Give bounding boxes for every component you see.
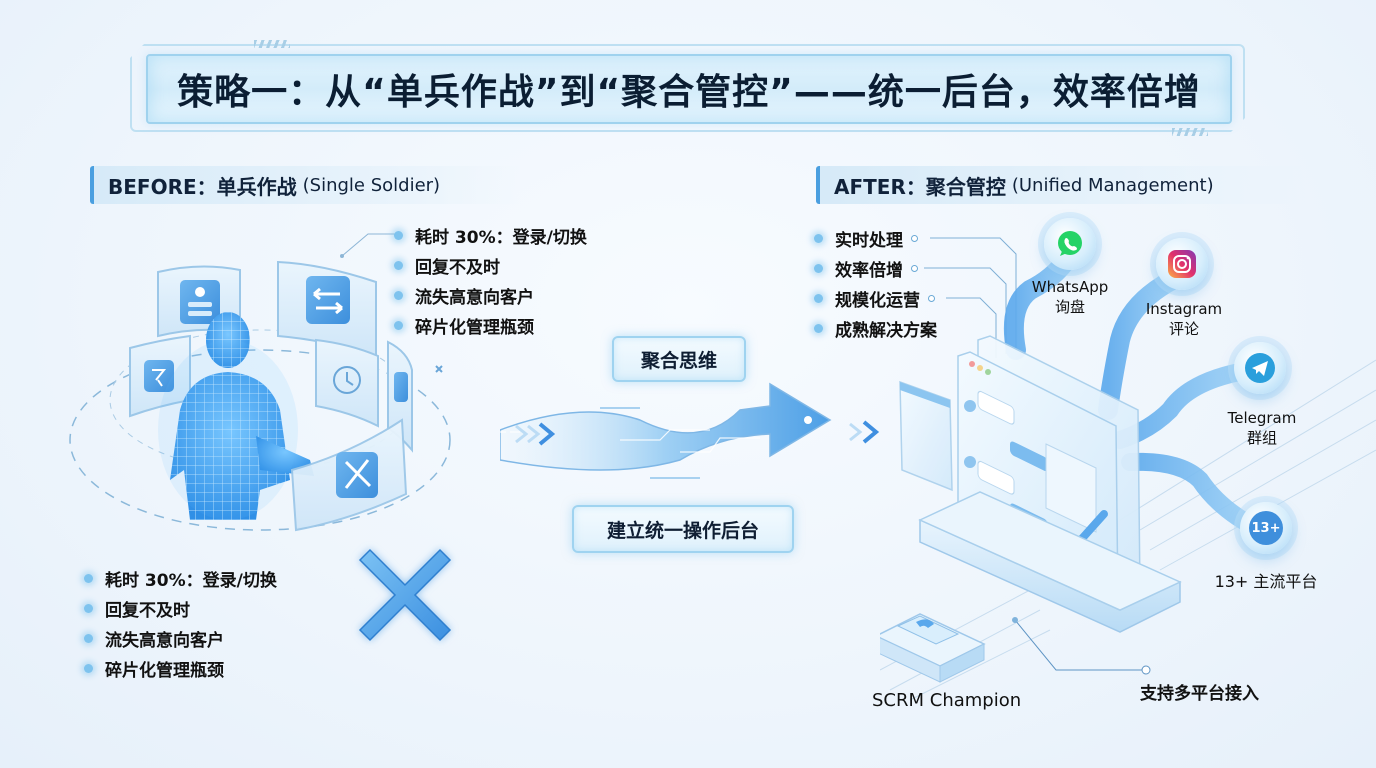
after-header-paren: (Unified Management) [1011,174,1214,196]
broken-panel [290,418,408,532]
bullet-item: 成熟解决方案 [814,313,937,343]
after-header-label: AFTER：聚合管控 [834,174,1006,199]
scrm-champion-device [880,613,986,683]
whatsapp-bubble [1044,218,1096,270]
bullet-dot-icon [84,573,93,583]
single-soldier-illustration [69,260,451,532]
connector-ring-icon [911,234,918,242]
before-header: BEFORE：单兵作战 (Single Soldier) [90,166,520,204]
scrm-champion-label: SCRM Champion [872,690,1022,711]
connector-ring-icon [928,294,935,302]
bullet-item: 流失高意向客户 [84,623,277,653]
bullet-dot-icon [814,293,823,303]
bullet-item: 效率倍增 [814,253,937,283]
decorative-hatch [1172,128,1208,136]
more-platforms-label: 13+ 主流平台 [1214,572,1318,591]
bullet-dot-icon [394,320,403,330]
bullet-item: 碎片化管理瓶颈 [394,310,587,340]
flow-arrow-icon [500,382,880,479]
before-top-bullets: 耗时 30%：登录/切换 回复不及时 流失高意向客户 碎片化管理瓶颈 [394,220,587,340]
bullet-dot-icon [84,633,93,643]
before-header-label: BEFORE：单兵作战 [108,174,297,199]
side-panel [387,340,413,453]
bullet-item: 回复不及时 [394,250,587,280]
bottom-tag-label: 建立统一操作后台 [606,519,759,542]
bullet-dot-icon [814,233,823,243]
whatsapp-icon [1058,231,1082,256]
bullet-dot-icon [394,230,403,240]
decorative-hatch [254,40,290,48]
unified-dashboard-illustration [880,230,1376,701]
telegram-icon [1245,353,1275,383]
connector-ring-icon [911,264,918,272]
title-frame [130,44,1245,132]
before-bottom-bullets: 耗时 30%：登录/切换 回复不及时 流失高意向客户 碎片化管理瓶颈 [84,563,277,683]
wireframe-person [158,312,314,520]
bullet-item: 回复不及时 [84,593,277,623]
page-title: 策略一：从“单兵作战”到“聚合管控”——统一后台，效率倍增 [177,72,1201,113]
bullet-dot-icon [394,260,403,270]
bullet-item: 流失高意向客户 [394,280,587,310]
after-bullets: 实时处理 效率倍增 规模化运营 成熟解决方案 [814,223,937,343]
alarm-panel [315,338,379,428]
connector-line [340,233,400,258]
bullet-dot-icon [394,290,403,300]
bullet-dot-icon [814,263,823,273]
bullet-item: 耗时 30%：登录/切换 [84,563,277,593]
bullet-dot-icon [814,323,823,333]
instagram-icon [1168,250,1196,278]
instagram-bubble [1156,238,1208,290]
bullet-item: 实时处理 [814,223,937,253]
bullet-item: 规模化运营 [814,283,937,313]
aggregation-thinking-tag: 聚合思维 [612,336,746,382]
13-plus-icon: 13+ [1249,511,1283,545]
x-mark-icon [358,548,452,642]
after-header: AFTER：聚合管控 (Unified Management) [816,166,1306,204]
telegram-bubble [1234,342,1286,394]
bullet-item: 碎片化管理瓶颈 [84,653,277,683]
bullet-dot-icon [84,603,93,613]
title-banner: 策略一：从“单兵作战”到“聚合管控”——统一后台，效率倍增 [146,54,1232,124]
bullet-item: 耗时 30%：登录/切换 [394,220,587,250]
top-tag-label: 聚合思维 [640,349,717,372]
more-platforms-bubble: 13+ [1240,502,1292,554]
before-header-paren: (Single Soldier) [302,174,441,196]
bullet-dot-icon [84,663,93,673]
multi-platform-support-label: 支持多平台接入 [1140,684,1259,704]
unified-backend-tag: 建立统一操作后台 [572,505,794,553]
